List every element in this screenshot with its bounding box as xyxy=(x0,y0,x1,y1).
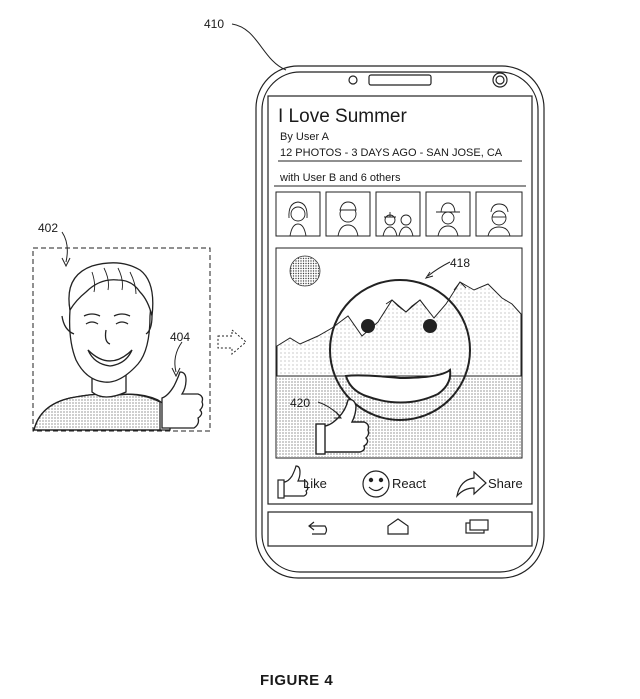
user-portrait xyxy=(34,263,170,430)
react-icon[interactable] xyxy=(363,471,389,497)
thumbnail-strip[interactable] xyxy=(276,192,522,236)
recent-apps-icon[interactable] xyxy=(466,520,488,533)
figure-caption: FIGURE 4 xyxy=(260,672,333,689)
like-button-label[interactable]: Like xyxy=(303,476,327,491)
leader-404 xyxy=(175,342,182,372)
thumbnail-faces xyxy=(289,202,510,236)
album-title: I Love Summer xyxy=(278,106,407,128)
share-button-label[interactable]: Share xyxy=(488,476,523,491)
back-nav-icon[interactable] xyxy=(309,522,327,534)
label-420: 420 xyxy=(290,396,310,410)
photo-sun xyxy=(290,256,320,286)
label-402: 402 xyxy=(38,221,58,235)
transfer-arrow xyxy=(218,330,246,354)
album-meta: 12 PHOTOS - 3 DAYS AGO - SAN JOSE, CA xyxy=(280,147,502,159)
react-button-label[interactable]: React xyxy=(392,476,426,491)
home-nav-icon[interactable] xyxy=(388,519,408,534)
photo-mountains xyxy=(277,282,521,376)
label-404: 404 xyxy=(170,330,190,344)
phone-top-details xyxy=(349,73,507,87)
leader-402 xyxy=(62,232,67,262)
label-410: 410 xyxy=(204,17,224,31)
album-author[interactable]: By User A xyxy=(280,131,329,143)
tagged-users[interactable]: with User B and 6 others xyxy=(280,172,400,184)
label-418: 418 xyxy=(450,256,470,270)
leader-410 xyxy=(232,24,286,70)
share-icon[interactable] xyxy=(457,472,486,496)
leader-418 xyxy=(428,262,450,276)
user-thumbs-up-hand xyxy=(162,372,203,428)
